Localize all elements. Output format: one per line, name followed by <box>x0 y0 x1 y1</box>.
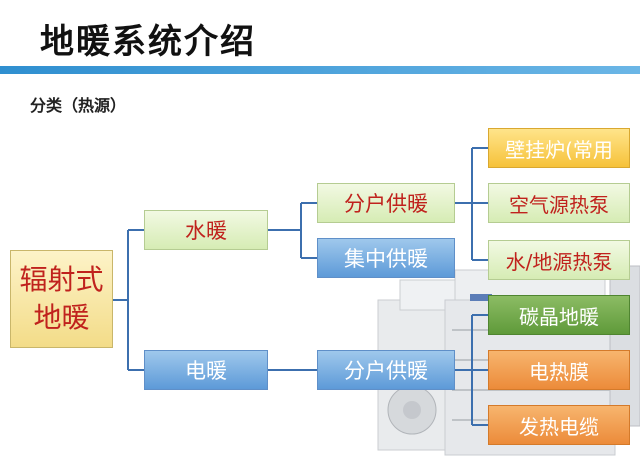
node-wall-boiler: 壁挂炉(常用 <box>488 128 630 168</box>
node-central-heating: 集中供暖 <box>317 238 455 278</box>
node-heating-cable: 发热电缆 <box>488 405 630 445</box>
header-divider <box>0 66 640 74</box>
node-radiant-floor-heating: 辐射式地暖 <box>10 250 113 348</box>
node-water-ground-source-heat-pump: 水/地源热泵 <box>488 240 630 280</box>
node-electric-heating-film: 电热膜 <box>488 350 630 390</box>
node-carbon-crystal-heating: 碳晶地暖 <box>488 295 630 335</box>
node-household-electric-heating: 分户供暖 <box>317 350 455 390</box>
node-water-heating: 水暖 <box>144 210 268 250</box>
node-air-source-heat-pump: 空气源热泵 <box>488 183 630 223</box>
page-title: 地暖系统介绍 <box>40 22 256 62</box>
node-electric-heating: 电暖 <box>144 350 268 390</box>
node-household-water-heating: 分户供暖 <box>317 183 455 223</box>
section-subtitle: 分类（热源） <box>30 96 127 115</box>
